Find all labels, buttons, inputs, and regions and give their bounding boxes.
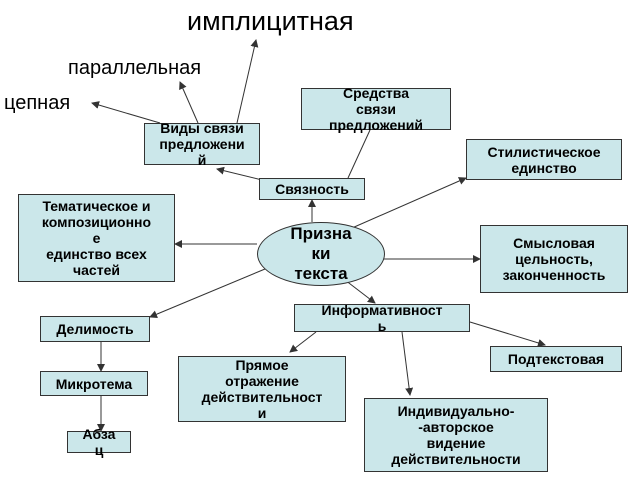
label-implicit: имплицитная	[187, 6, 354, 36]
box-paragraph: Абза ц	[67, 426, 131, 458]
box-microtheme: Микротема	[40, 371, 148, 396]
box-link-types: Виды связи предложени й	[144, 120, 260, 168]
arrow-informativity-to-subtext	[469, 321, 546, 347]
box-divisibility: Делимость	[40, 316, 150, 342]
line-coherence-to-means	[347, 129, 371, 179]
box-coherence: Связность	[259, 178, 365, 200]
arrow-types-to-chain	[91, 101, 161, 124]
arrow-types-to-implicit	[236, 39, 259, 124]
arrow-center-to-divisibility	[149, 268, 266, 318]
arrow-coherence-to-types	[216, 166, 263, 181]
box-stylistic: Стилистическое единство	[466, 139, 622, 180]
arrow-informativity-to-individual	[401, 331, 414, 396]
arrow-informativity-to-direct	[289, 331, 317, 353]
center-ellipse: Призна ки текста	[257, 222, 385, 286]
box-thematic: Тематическое и композиционно е единство …	[18, 194, 175, 282]
box-semantic: Смысловая цельность, законченность	[480, 225, 628, 293]
box-direct: Прямое отражение действительност и	[178, 356, 346, 422]
box-subtext: Подтекстовая	[490, 346, 622, 372]
label-chain: цепная	[4, 92, 71, 114]
box-individual: Индивидуально- -авторское видение действ…	[364, 398, 548, 472]
box-link-means: Средства связи предложений	[301, 85, 451, 133]
arrow-types-to-parallel	[179, 81, 199, 124]
box-informativity: Информативност ь	[294, 302, 470, 334]
label-parallel: параллельная	[68, 57, 202, 79]
arrow-center-to-stylistic	[351, 177, 467, 229]
